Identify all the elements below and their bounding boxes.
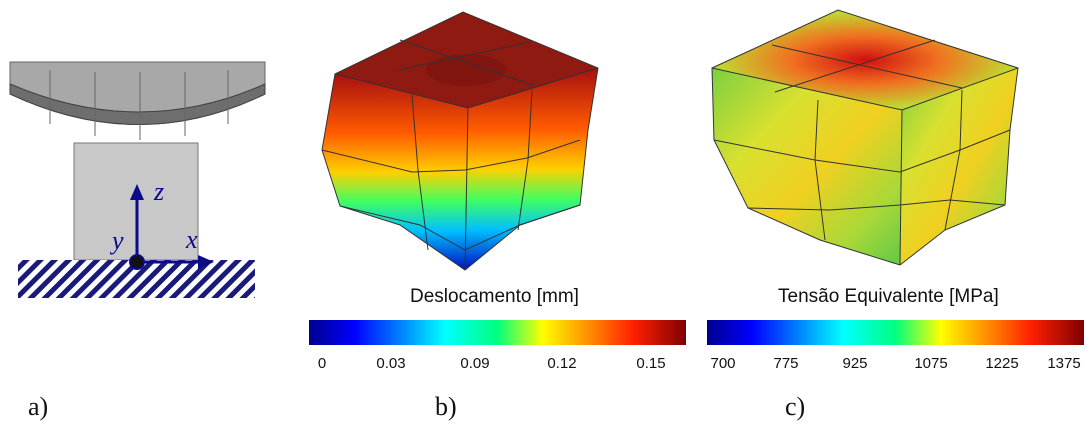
displacement-contour	[321, 11, 599, 271]
coordinate-axes: z y x	[109, 177, 214, 270]
x-axis-label: x	[185, 225, 198, 254]
displacement-tick: 0.12	[547, 355, 577, 372]
stress-tick: 775	[773, 355, 799, 372]
z-axis-label: z	[153, 177, 164, 206]
displacement-tick: 0.09	[460, 355, 490, 372]
displacement-colorbar	[309, 320, 686, 345]
panel-label-a: a)	[28, 392, 49, 421]
stress-tick: 1375	[1047, 355, 1081, 372]
y-axis-label: y	[109, 226, 124, 255]
stress-colorbar	[707, 320, 1084, 345]
displacement-tick: 0	[317, 355, 327, 372]
panel-label-b: b)	[435, 392, 457, 421]
indenter	[9, 61, 266, 140]
stress-tick: 925	[842, 355, 868, 372]
panel-label-c: c)	[785, 392, 806, 421]
stress-tick: 1225	[985, 355, 1019, 372]
stress-tick: 700	[710, 355, 736, 372]
stress-colorbar-title: Tensão Equivalente [MPa]	[778, 286, 999, 307]
displacement-tick: 0.15	[636, 355, 666, 372]
stress-tick: 1075	[914, 355, 948, 372]
displacement-tick: 0.03	[376, 355, 406, 372]
displacement-colorbar-title: Deslocamento [mm]	[410, 286, 579, 307]
stress-contour	[711, 9, 1019, 266]
